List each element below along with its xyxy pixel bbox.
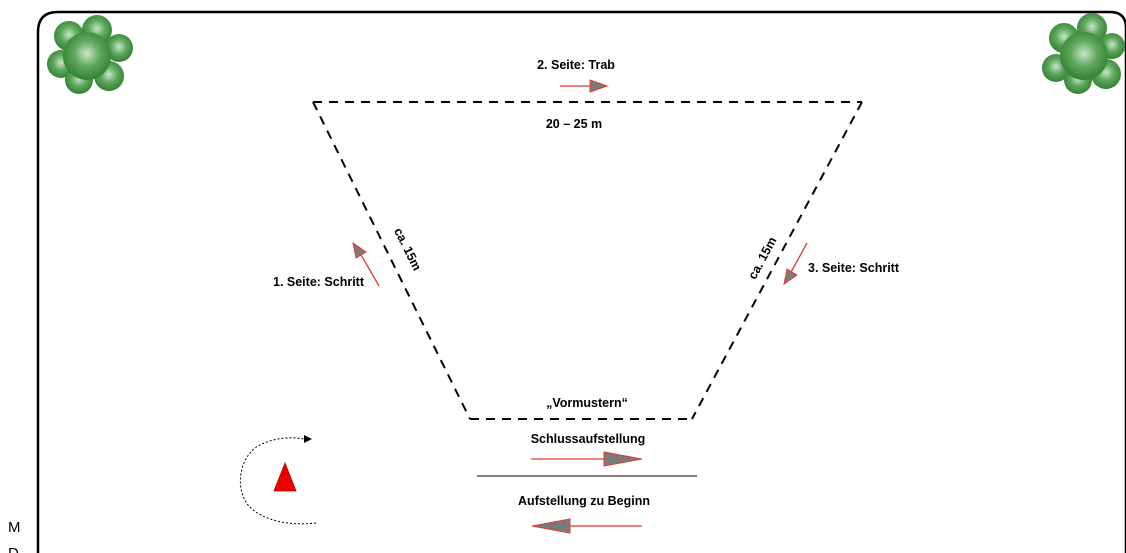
edge-text-line2: D bbox=[8, 545, 19, 553]
course-left-side bbox=[312, 101, 471, 420]
course-trapezoid bbox=[312, 101, 863, 420]
side3-label: 3. Seite: Schritt bbox=[808, 261, 900, 275]
top-width-label: 20 – 25 m bbox=[546, 117, 602, 131]
tree-icon bbox=[47, 15, 133, 94]
final-lineup-arrow bbox=[531, 451, 643, 467]
side1-label: 1. Seite: Schritt bbox=[273, 275, 365, 289]
course-right-side bbox=[691, 101, 863, 420]
initial-lineup-label: Aufstellung zu Beginn bbox=[518, 494, 650, 508]
right-length-label: ca. 15m bbox=[745, 235, 779, 282]
side2-label: 2. Seite: Trab bbox=[537, 58, 615, 72]
walk-arrow-side3 bbox=[783, 242, 808, 286]
trot-arrow bbox=[560, 79, 609, 93]
triangle-marker-icon bbox=[273, 461, 297, 492]
arena-border bbox=[36, 10, 1126, 553]
edge-text-line1: M bbox=[8, 519, 21, 536]
final-lineup-label: Schlussaufstellung bbox=[531, 432, 646, 446]
turn-arrow-icon bbox=[239, 435, 317, 525]
left-length-label: ca. 15m bbox=[391, 226, 424, 273]
initial-lineup-arrow bbox=[531, 518, 642, 534]
walk-arrow-side1 bbox=[352, 241, 380, 287]
tree-icon bbox=[1042, 13, 1125, 94]
presentation-label: „Vormustern“ bbox=[546, 396, 628, 410]
